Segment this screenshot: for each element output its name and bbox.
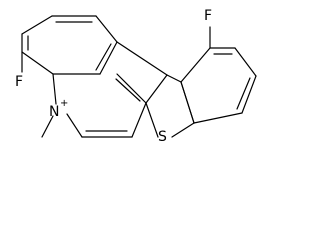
bond: [52, 73, 57, 105]
atom-f-top: F: [204, 8, 212, 24]
atom-n: N: [49, 104, 59, 120]
bond: [193, 112, 243, 124]
bond: [116, 73, 147, 104]
bond: [95, 43, 112, 71]
bond: [99, 41, 118, 75]
bond: [115, 78, 141, 102]
bond: [116, 41, 168, 76]
bond: [21, 51, 54, 75]
bonds: [21, 15, 257, 138]
bond: [180, 47, 211, 83]
molecule-structure: F F N + S: [15, 8, 257, 145]
bond: [41, 115, 54, 138]
atom-s: S: [158, 129, 167, 145]
bond: [241, 75, 257, 114]
bond: [95, 15, 118, 43]
bond: [180, 81, 195, 124]
bond: [66, 113, 83, 138]
atom-n-charge: +: [60, 98, 68, 109]
bond: [166, 74, 182, 83]
bond: [145, 74, 168, 104]
bond: [131, 102, 147, 138]
bond: [236, 77, 251, 110]
atom-f-left: F: [15, 74, 23, 90]
bond: [234, 47, 257, 77]
bond: [21, 15, 53, 35]
bond: [171, 122, 195, 138]
structure-canvas: F F N + S: [15, 8, 257, 145]
bond: [145, 102, 159, 138]
